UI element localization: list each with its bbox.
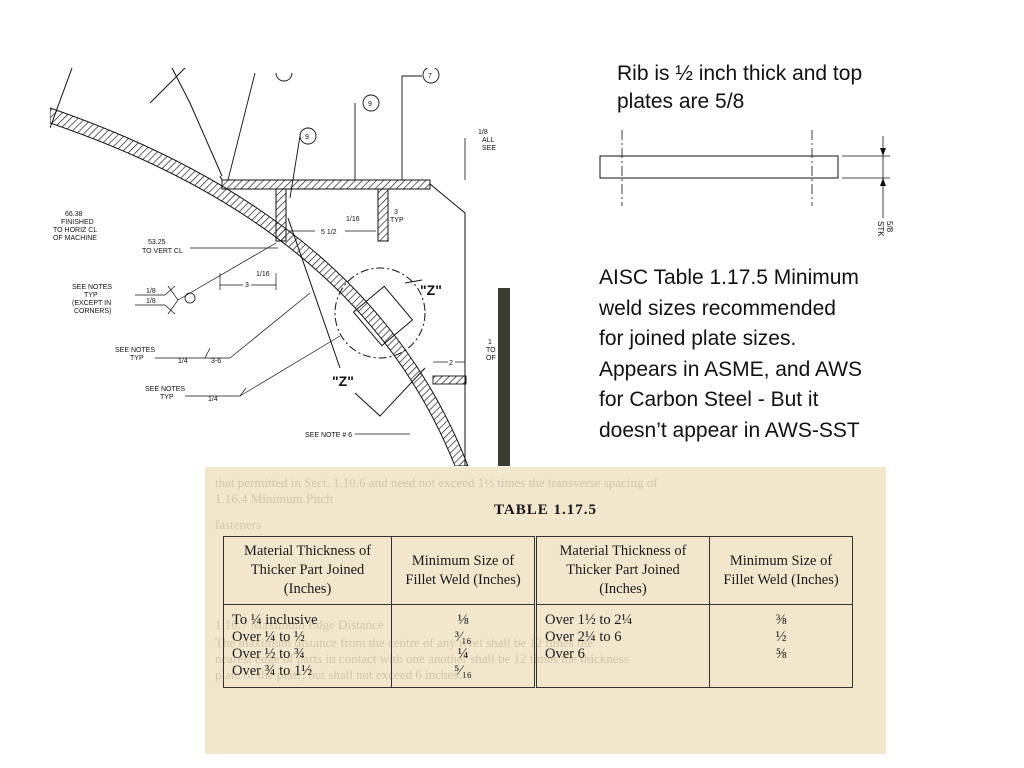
dim-66-38: 66.38 [65, 211, 83, 218]
cell: ³⁄₁₆ [454, 629, 472, 645]
col-thickness-1: To ¼ inclusive Over ¼ to ½ Over ½ to ¾ O… [222, 604, 393, 688]
aisc-table-note: AISC Table 1.17.5 Minimum weld sizes rec… [599, 266, 863, 442]
dim-5-1-2: 5 1/2 [321, 229, 337, 236]
weld-3-6: 3-6 [211, 358, 221, 365]
col-thickness-2: Over 1½ to 2¼ Over 2¼ to 6 Over 6 [534, 604, 711, 688]
dim-2: 2 [449, 360, 453, 367]
dim-53-25: 53.25 [148, 239, 166, 246]
dim-arrow-down [880, 148, 886, 156]
dim-to-vert-cl: TO VERT CL [142, 248, 183, 255]
weld-1-4-a: 1/4 [178, 358, 188, 365]
dim-3: 3 [245, 282, 249, 289]
dim-finished: FINISHED [61, 219, 94, 226]
note-typ-3: TYP [160, 394, 174, 401]
plate-section-sketch: 5/8 STK [599, 130, 894, 237]
cell: ⁵⁄₁₆ [454, 663, 472, 679]
callout-9b: 9 [368, 101, 372, 108]
cell: Over 1½ to 2¼ [545, 612, 633, 628]
note-all: ALL [482, 137, 495, 144]
cell: To ¼ inclusive [232, 612, 318, 628]
plate-stk-label: STK [876, 221, 885, 237]
cell: Over ½ to ¾ [232, 646, 305, 662]
note-see-notes-3: SEE NOTES [145, 386, 185, 393]
left-edge-line [50, 68, 73, 129]
col-weld-size-2: ⅜ ½ ⅝ [709, 604, 853, 688]
bleed-line-3: 1.16.4 Minimum Pitch [215, 491, 333, 506]
callout-9a: 9 [305, 134, 309, 141]
header-weld-size-1: Minimum Size of Fillet Weld (Inches) [391, 536, 537, 605]
small-plate [432, 375, 467, 385]
bleed-line-2: fasteners [215, 517, 262, 532]
note-typ-1: TYP [84, 292, 98, 299]
dim-1-16: 1/16 [256, 271, 270, 278]
cell: ½ [775, 629, 787, 645]
note-1-8: 1/8 [478, 129, 488, 136]
dim-arrow-up [880, 178, 886, 186]
bleed-line-1: that permitted in Sect. 1.10.6 and need … [215, 475, 658, 490]
curved-shell-band [50, 107, 469, 466]
rib-plate-left [275, 188, 287, 242]
note-see-notes-1: SEE NOTES [72, 284, 112, 291]
dim-to-horiz-cl: TO HORIZ CL [53, 227, 97, 234]
cell: Over ¼ to ½ [232, 629, 305, 645]
header-thickness-2: Material Thickness of Thicker Part Joine… [534, 536, 711, 605]
section-z-top: "Z" [420, 282, 442, 298]
dim-of-machine: OF MACHINE [53, 235, 97, 242]
cell: Over 2¼ to 6 [545, 629, 622, 645]
table-title: TABLE 1.17.5 [494, 502, 597, 518]
cell: Over ¾ to 1½ [232, 663, 313, 679]
rib-thickness-note: Rib is ½ inch thick and top plates are 5… [617, 62, 863, 113]
rib-plate-right [377, 188, 389, 242]
note-see: SEE [482, 145, 496, 152]
top-plate [221, 179, 431, 190]
cell: ⅝ [775, 646, 787, 662]
col-weld-size-1: ⅛ ³⁄₁₆ ¼ ⁵⁄₁₆ [391, 604, 537, 688]
table-1-17-5-photo: that permitted in Sect. 1.10.6 and need … [205, 467, 886, 754]
cell: Over 6 [545, 646, 585, 662]
note-except-in: (EXCEPT IN [72, 300, 111, 307]
dim-3-typ-label: TYP [390, 217, 404, 224]
table-row: To ¼ inclusive Over ¼ to ½ Over ½ to ¾ O… [222, 604, 853, 688]
note-see-notes-2: SEE NOTES [115, 347, 155, 354]
cell: ⅜ [775, 612, 787, 628]
cell: ¼ [457, 646, 469, 662]
plate-outline [599, 155, 839, 179]
right-edge-1: 1 [488, 339, 492, 346]
weld-size-table: Material Thickness of Thicker Part Joine… [222, 536, 853, 688]
right-edge-to: TO [486, 347, 496, 354]
detail-z-box [352, 285, 414, 347]
plate-thickness-label: 5/8 [885, 221, 894, 233]
weld-1-8-a: 1/8 [146, 288, 156, 295]
header-thickness-1: Material Thickness of Thicker Part Joine… [222, 536, 393, 605]
photo-strip [498, 288, 510, 466]
weld-1-4-b: 1/4 [208, 396, 218, 403]
callout-7: 7 [428, 73, 432, 80]
right-edge-of: OF [486, 355, 496, 362]
dim-3-typ-num: 3 [394, 209, 398, 216]
dim-1-16-top: 1/16 [346, 216, 360, 223]
weld-detail-drawing: 9 9 7 1/8 ALL SEE 66.38 FINISHED TO HORI… [50, 68, 510, 466]
note-typ-2: TYP [130, 355, 144, 362]
see-note-6: SEE NOTE # 6 [305, 432, 352, 439]
note-corners: CORNERS) [74, 308, 111, 315]
detail-z-circle [334, 267, 426, 359]
header-weld-size-2: Minimum Size of Fillet Weld (Inches) [709, 536, 853, 605]
weld-1-8-b: 1/8 [146, 298, 156, 305]
cell: ⅛ [457, 612, 469, 628]
section-z-bottom: "Z" [332, 373, 354, 389]
